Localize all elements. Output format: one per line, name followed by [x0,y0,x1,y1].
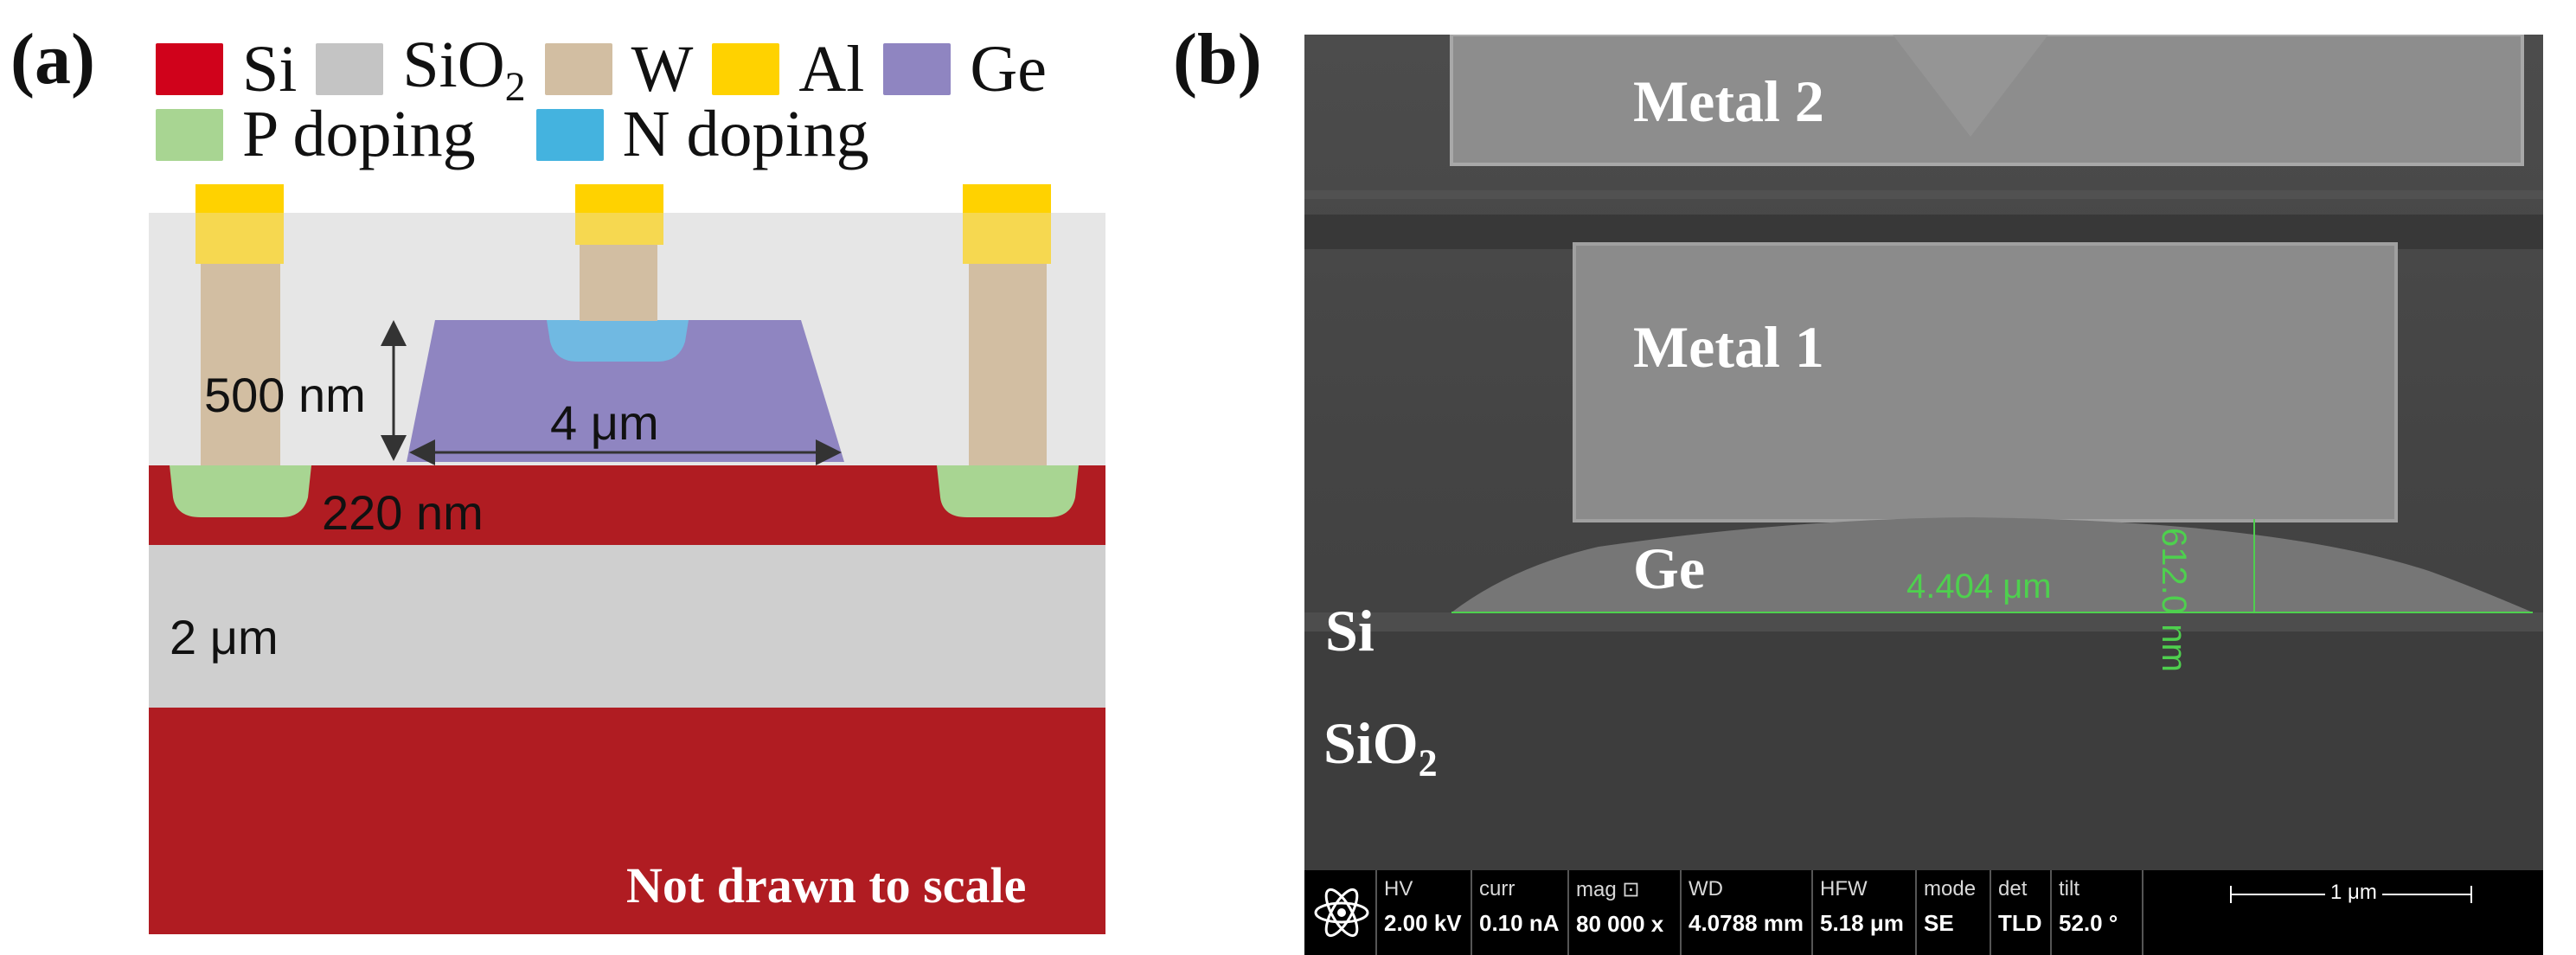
databar-hfw: HFW 5.18 μm [1811,870,1915,955]
box-thickness-label: 2 μm [170,610,279,664]
si-thickness-label: 220 nm [322,485,484,540]
databar-mag-value: 80 000 x [1576,911,1664,937]
databar-hfw-value: 5.18 μm [1820,910,1904,936]
databar-hv-label: HV [1384,877,1413,901]
databar-curr: curr 0.10 nA [1471,870,1567,955]
legend-item-sio2: SiO2 [316,28,526,111]
ge-label: Ge [1633,535,1706,601]
legend-label-si: Si [242,32,298,106]
box-oxide-layer [149,545,1105,708]
legend-label-sio2: SiO2 [402,29,526,111]
databar-det: det TLD [1990,870,2050,955]
legend-label-p-doping: P doping [242,98,476,170]
databar-mode: mode SE [1915,870,1990,955]
si-label: Si [1325,598,1375,663]
scale-bar: 1 μm [2230,881,2472,905]
legend-label-al: Al [798,32,865,106]
w-plug-center [580,245,657,321]
databar-det-value: TLD [1998,910,2042,936]
databar-tilt-label: tilt [2059,877,2079,901]
metal1-label: Metal 1 [1633,314,1824,380]
width-measurement-label: 4.404 μm [1906,567,2052,606]
legend-item-p-doping: P doping [156,97,476,172]
databar-curr-label: curr [1479,877,1515,901]
w-plug-left [201,264,280,465]
ge-height-label: 500 nm [204,368,366,422]
ge-layer [1451,517,2533,612]
databar-mode-label: mode [1924,877,1977,901]
sem-image [1304,35,2543,870]
legend-swatch-sio2 [316,43,384,96]
p-doping-right [937,465,1079,517]
databar-mode-value: SE [1924,910,1954,936]
legend-item-n-doping: N doping [535,97,869,172]
databar-wd-value: 4.0788 mm [1688,910,1804,936]
si-substrate [149,708,1105,934]
legend-swatch-n-doping [535,108,604,161]
databar-mag: mag ⊡ 80 000 x [1567,870,1680,955]
ge-mesa [407,320,844,462]
sio2-label: SiO2 [1323,710,1438,785]
scale-bar-label: 1 μm [2325,881,2382,905]
databar-det-label: det [1998,877,2028,901]
databar-wd: WD 4.0788 mm [1680,870,1811,955]
sio2-layer [1304,631,2543,870]
legend-swatch-ge [883,43,952,96]
panel-b-label: (b) [1173,19,1262,99]
legend-item-w: W [544,32,694,107]
legend-label-n-doping: N doping [622,98,869,170]
metal2-label: Metal 2 [1633,68,1824,134]
databar-curr-value: 0.10 nA [1479,910,1560,936]
legend-row-2: P doping N doping [156,97,888,172]
databar-hv-value: 2.00 kV [1384,910,1462,936]
databar-tilt: tilt 52.0 ° [2050,870,2142,955]
databar-mag-label: mag ⊡ [1576,878,1640,901]
databar-scale: 1 μm [2142,870,2543,955]
n-doping-region [547,320,689,362]
si-layer [1304,612,2543,631]
databar-wd-label: WD [1688,877,1723,901]
legend-swatch-w [544,43,612,96]
panel-a-label: (a) [10,19,95,99]
sem-databar: HV 2.00 kV curr 0.10 nA mag ⊡ 80 000 x W… [1304,870,2543,955]
legend-label-ge: Ge [970,32,1048,106]
w-plug-right [969,264,1047,465]
legend-item-si: Si [156,32,297,107]
fei-logo-icon [1311,882,1372,943]
p-doping-left [170,465,311,517]
al-pad-center [575,184,663,245]
legend: Si SiO2 W Al Ge [156,28,1066,111]
legend-label-w: W [631,32,694,106]
al-pad-left [195,184,284,264]
legend-swatch-si [156,43,223,96]
databar-tilt-value: 52.0 ° [2059,910,2118,936]
al-pad-right [963,184,1051,264]
legend-swatch-al [712,43,780,96]
legend-item-ge: Ge [883,32,1047,107]
databar-hfw-label: HFW [1820,877,1868,901]
ge-width-label: 4 μm [550,395,659,450]
device-cross-section [149,184,1105,934]
legend-item-al: Al [712,32,864,107]
legend-swatch-p-doping [156,108,223,161]
height-measurement-label: 612.0 nm [2155,528,2193,672]
metal1-layer [1573,242,2398,522]
databar-hv: HV 2.00 kV [1375,870,1471,955]
not-to-scale-note: Not drawn to scale [626,857,1027,913]
